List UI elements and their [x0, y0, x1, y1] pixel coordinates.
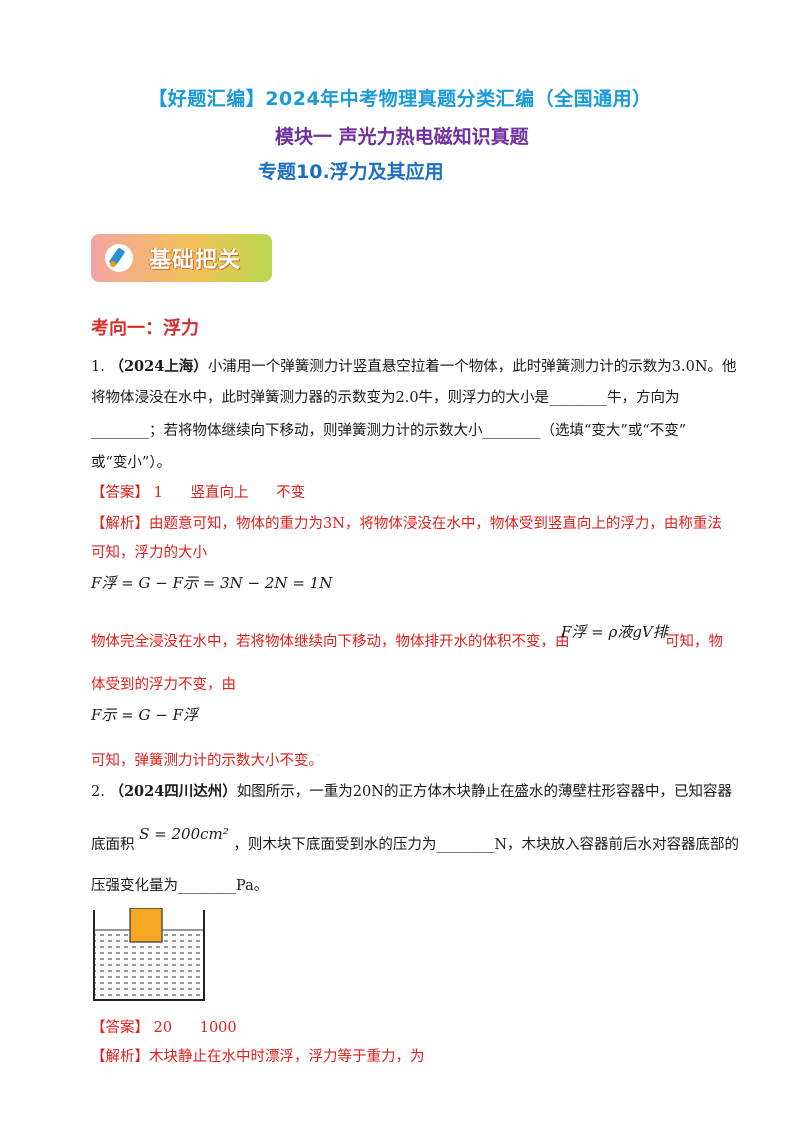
- container-wall: [93, 910, 205, 1001]
- q1-line1: 1. （2024上海）小浦用一个弹簧测力计竖直悬空拉着一个物体，此时弹簧测力计的…: [91, 356, 737, 378]
- container-diagram: [93, 908, 205, 1001]
- module-title: 模块一 声光力热电磁知识真题: [275, 126, 529, 148]
- q1-analysis-4: 体受到的浮力不变，由: [91, 677, 236, 693]
- q2-answer: 【答案】 20 1000: [91, 1017, 237, 1039]
- wooden-block: [129, 908, 163, 943]
- topic-title: 专题10.浮力及其应用: [258, 161, 444, 183]
- q2-text-2b: ，则木块下底面受到水的压力为________N，木块放入容器前后水对容器底部的: [233, 837, 740, 853]
- q2-text-2a: 底面积: [91, 837, 135, 853]
- analysis-text: 由题意可知，物体的重力为3N，将物体浸没在水中，物体受到竖直向上的浮力，由称重法: [149, 516, 722, 532]
- q1-analysis-3b: 可知，物: [665, 634, 723, 650]
- q2-line3: 压强变化量为________Pa。: [91, 878, 269, 894]
- q1-equation-3: F示 = G − F浮: [91, 706, 199, 724]
- page-title: 【好题汇编】2024年中考物理真题分类汇编（全国通用）: [148, 88, 652, 110]
- q1-number: 1.: [91, 359, 105, 375]
- q2-text-1: 如图所示，一重为20N的正方体木块静止在盛水的薄壁柱形容器中，已知容器: [236, 784, 732, 800]
- analysis-tag: 【解析】: [91, 1049, 149, 1065]
- analysis-text: 木块静止在水中时漂浮，浮力等于重力，为: [149, 1049, 425, 1065]
- q2-number: 2.: [91, 784, 105, 800]
- q1-analysis-5: 可知，弹簧测力计的示数大小不变。: [91, 753, 323, 769]
- q1-analysis-3: 物体完全浸没在水中，若将物体继续向下移动，物体排开水的体积不变，由: [91, 634, 570, 650]
- q1-analysis-2: 可知，浮力的大小: [91, 545, 207, 561]
- answer-values: 1 竖直向上 不变: [153, 485, 306, 501]
- q1-equation-1: F浮 = G − F示 = 3N − 2N = 1N: [91, 574, 333, 592]
- q2-source: （2024四川达州）: [109, 783, 237, 800]
- answer-tag: 【答案】: [91, 485, 149, 501]
- q2-line1: 2. （2024四川达州）如图所示，一重为20N的正方体木块静止在盛水的薄壁柱形…: [91, 781, 732, 803]
- q1-line3: ________；若将物体继续向下移动，则弹簧测力计的示数大小________（…: [91, 423, 687, 439]
- q1-answer: 【答案】 1 竖直向上 不变: [91, 482, 305, 504]
- badge-label: 基础把关: [149, 248, 242, 273]
- analysis-tag: 【解析】: [91, 516, 149, 532]
- q1-analysis-1: 【解析】由题意可知，物体的重力为3N，将物体浸没在水中，物体受到竖直向上的浮力，…: [91, 513, 722, 535]
- q2-analysis-1: 【解析】木块静止在水中时漂浮，浮力等于重力，为: [91, 1046, 425, 1068]
- q2-line2: 底面积 S = 200cm² ，则木块下底面受到水的压力为________N，木…: [91, 825, 740, 856]
- q1-line2: 将物体浸没在水中，此时弹簧测力器的示数变为2.0牛，则浮力的大小是_______…: [91, 390, 680, 406]
- q1-equation-2: F浮 = ρ液gV排: [561, 623, 668, 641]
- section-badge: 基础把关: [91, 234, 272, 282]
- q1-source: （2024上海）: [109, 358, 208, 375]
- section-heading: 考向一：浮力: [91, 318, 199, 339]
- q1-line4: 或“变小”）。: [91, 455, 172, 471]
- q1-text-1: 小浦用一个弹簧测力计竖直悬空拉着一个物体，此时弹簧测力计的示数为3.0N。他: [207, 359, 737, 375]
- q2-equation: S = 200cm²: [139, 825, 229, 843]
- pen-icon: [105, 244, 133, 272]
- answer-values: 20 1000: [153, 1020, 237, 1036]
- answer-tag: 【答案】: [91, 1020, 149, 1036]
